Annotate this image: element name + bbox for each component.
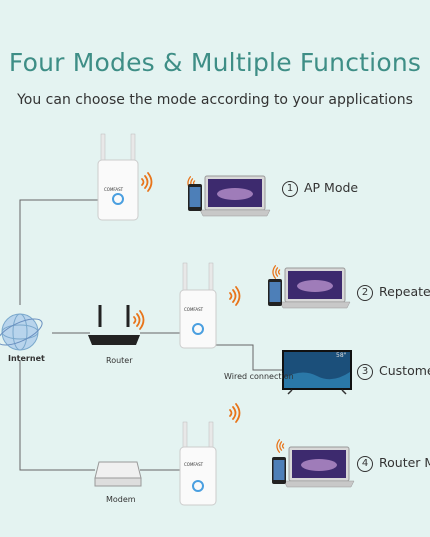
page-subtitle: You can choose the mode according to you… — [17, 92, 413, 108]
tv-icon — [282, 350, 352, 395]
internet-label: Internet — [8, 354, 45, 363]
device-brand: COMFAST — [184, 307, 204, 312]
page-title: Four Modes & Multiple Functions — [8, 48, 422, 77]
wired-connection-label: Wired connection — [224, 372, 294, 381]
mode-number: 2 — [357, 284, 373, 301]
extender-device-3 — [179, 421, 217, 506]
phone-icon — [268, 279, 282, 306]
wifi-signal-icon — [276, 439, 285, 453]
device-brand: COMFAST — [104, 187, 124, 192]
wifi-signal-icon — [229, 286, 241, 306]
mode-number: 4 — [357, 455, 373, 472]
laptop-icon — [283, 446, 355, 488]
mode-number: 3 — [357, 363, 373, 380]
laptop-icon — [279, 267, 351, 309]
router-label: Router — [106, 356, 133, 365]
connection-lines — [19, 199, 282, 471]
router-icon — [88, 305, 140, 345]
device-brand: COMFAST — [184, 462, 204, 467]
mode-number: 1 — [282, 180, 298, 197]
extender-device-1 — [97, 133, 139, 221]
modem-icon — [94, 461, 142, 487]
mode-3-label: 3Customer — [357, 363, 430, 380]
wifi-signal-icon — [141, 172, 153, 192]
wifi-signal-icon — [229, 403, 241, 423]
modem-label: Modem — [106, 495, 136, 504]
wifi-signal-icon — [133, 310, 145, 330]
laptop-icon — [199, 175, 271, 217]
globe-icon — [0, 313, 43, 351]
phone-icon — [188, 184, 202, 211]
extender-device-2 — [179, 262, 217, 349]
tv-size: 58" — [336, 352, 347, 359]
phone-icon — [272, 457, 286, 484]
wifi-signal-icon — [272, 265, 281, 279]
mode-2-label: 2Repeater — [357, 284, 430, 301]
